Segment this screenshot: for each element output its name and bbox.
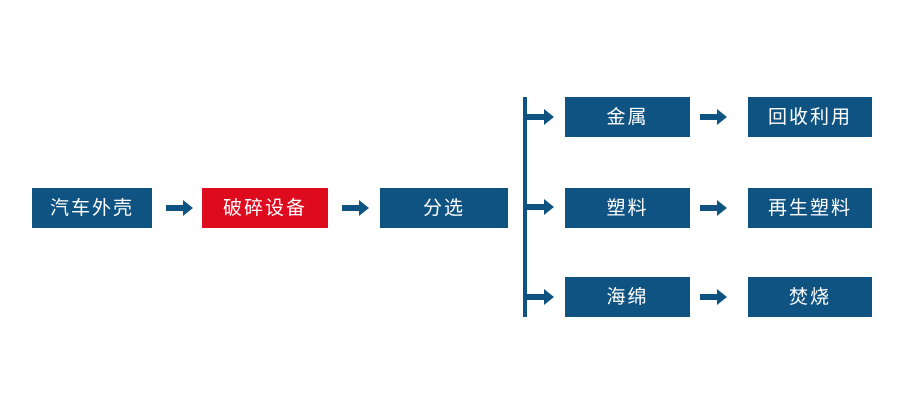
arrow-outcome-1 <box>700 106 728 128</box>
node-car-shell[interactable]: 汽车外壳 <box>32 188 152 228</box>
node-regenerated-plastic[interactable]: 再生塑料 <box>748 188 872 228</box>
node-label: 回收利用 <box>767 105 852 128</box>
arrow-outcome-2 <box>700 197 728 219</box>
node-plastic[interactable]: 塑料 <box>565 188 690 228</box>
node-label: 分选 <box>422 196 465 219</box>
node-label: 汽车外壳 <box>49 196 134 219</box>
node-label: 金属 <box>606 105 649 128</box>
node-recycling-reuse[interactable]: 回收利用 <box>748 97 872 137</box>
node-label: 破碎设备 <box>222 196 307 219</box>
node-label: 再生塑料 <box>767 196 852 219</box>
arrow-outcome-3 <box>700 286 728 308</box>
arrow-chain-1 <box>166 197 194 219</box>
node-label: 海绵 <box>606 285 649 308</box>
arrow-chain-2 <box>342 197 370 219</box>
arrow-branch-2 <box>525 196 555 218</box>
node-sorting[interactable]: 分选 <box>380 188 508 228</box>
node-incineration[interactable]: 焚烧 <box>748 277 872 317</box>
node-crushing-equipment[interactable]: 破碎设备 <box>202 188 328 228</box>
node-label: 塑料 <box>606 196 649 219</box>
arrow-branch-1 <box>525 106 555 128</box>
node-sponge[interactable]: 海绵 <box>565 277 690 317</box>
node-label: 焚烧 <box>788 285 831 308</box>
node-metal[interactable]: 金属 <box>565 97 690 137</box>
arrow-branch-3 <box>525 286 555 308</box>
